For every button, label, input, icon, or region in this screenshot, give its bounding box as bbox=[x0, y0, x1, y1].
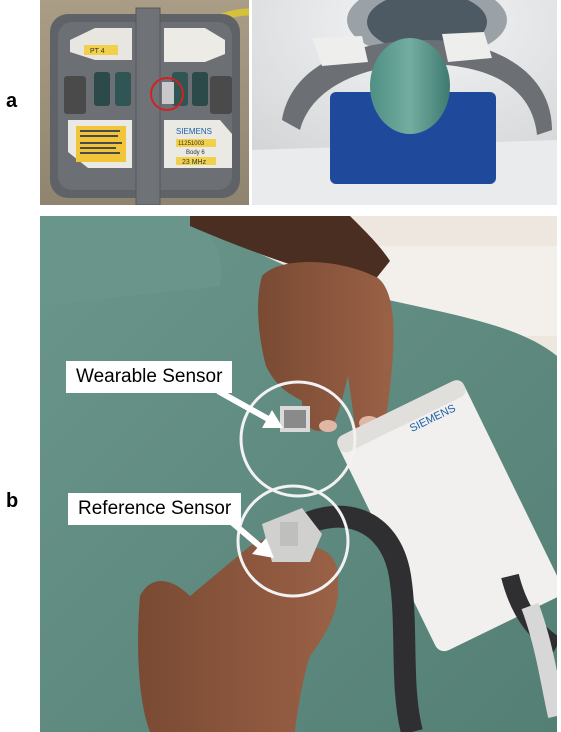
photo-coil-top-view: PT 4 SIEMENS 11251003 Body 6 23 MHz bbox=[40, 0, 249, 205]
coil-frequency-label: 23 MHz bbox=[182, 159, 207, 166]
panel-label-b: b bbox=[6, 490, 19, 512]
photo-sensors-on-shoulder: SIEMENS Wearable Sensor Reference Sensor bbox=[40, 216, 557, 732]
coil-body-label: Body 6 bbox=[186, 150, 205, 156]
photo-coil-on-phantom bbox=[252, 0, 557, 205]
reference-sensor-highlight bbox=[236, 484, 350, 598]
reference-sensor-callout: Reference Sensor bbox=[68, 493, 242, 525]
coil-part-number: 11251003 bbox=[178, 141, 205, 147]
sensor-highlight-circle bbox=[150, 77, 184, 111]
wearable-arrow-icon bbox=[216, 388, 283, 428]
wearable-sensor-callout: Wearable Sensor bbox=[66, 361, 233, 393]
panel-label-a: a bbox=[6, 90, 18, 112]
coil-brand-text: SIEMENS bbox=[176, 127, 212, 136]
wearable-sensor-highlight bbox=[239, 380, 357, 498]
coil-tag-text: PT 4 bbox=[90, 48, 105, 55]
